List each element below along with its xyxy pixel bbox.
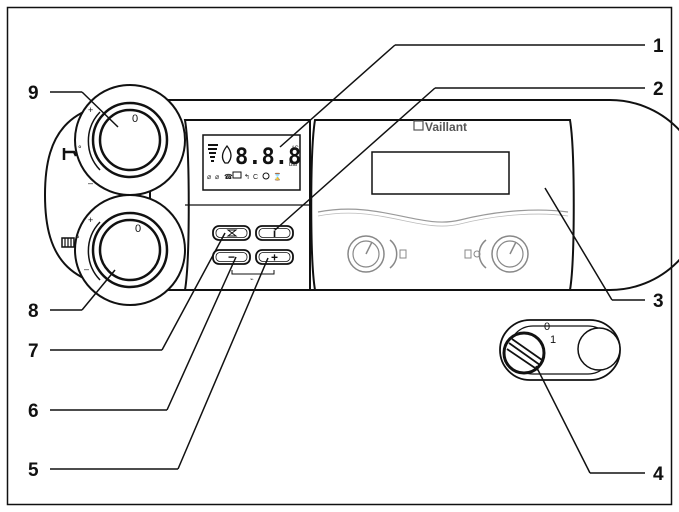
controller-right-mode-icon bbox=[464, 249, 481, 259]
lcd-unit-bar: bar bbox=[289, 162, 298, 168]
info-button[interactable]: i bbox=[255, 225, 294, 241]
callout-8: 8 bbox=[28, 301, 39, 322]
controller-display bbox=[371, 151, 510, 195]
info-icon: i bbox=[273, 226, 276, 240]
callout-3: 3 bbox=[653, 291, 664, 312]
chimney-sweep-button[interactable] bbox=[212, 225, 251, 241]
plus-button-label: + bbox=[271, 251, 278, 265]
diagram-frame bbox=[6, 6, 673, 506]
heating-plus-label: + bbox=[88, 215, 93, 225]
svg-text:C: C bbox=[253, 174, 258, 181]
controller-right-knob[interactable] bbox=[491, 235, 529, 273]
hot-water-scale-arc bbox=[87, 111, 101, 171]
heating-scale-arc bbox=[87, 221, 101, 281]
decorative-swoosh-2 bbox=[317, 212, 569, 227]
minus-button-label: − bbox=[228, 250, 235, 264]
switch-blank-cover bbox=[577, 327, 621, 371]
button-combo-bracket: ⌁ bbox=[231, 270, 275, 283]
lcd-unit-celsius: °C bbox=[292, 146, 299, 152]
callout-4: 4 bbox=[653, 464, 664, 485]
svg-text:☎: ☎ bbox=[224, 173, 233, 181]
plus-button[interactable]: + bbox=[255, 249, 294, 265]
callout-1: 1 bbox=[653, 36, 664, 57]
heating-knob-zero-label: 0 bbox=[135, 223, 141, 235]
minus-button[interactable]: − bbox=[212, 249, 251, 265]
chimney-sweep-icon bbox=[226, 229, 238, 237]
callout-7: 7 bbox=[28, 341, 39, 362]
svg-text:↰: ↰ bbox=[244, 173, 250, 181]
callout-2: 2 bbox=[653, 79, 664, 100]
svg-text:⌛: ⌛ bbox=[273, 172, 282, 181]
svg-text:°: ° bbox=[76, 234, 80, 244]
controller-left-mode-icon bbox=[399, 249, 407, 259]
signal-bars-icon bbox=[208, 144, 218, 162]
lcd-status-icons: ⌀ ⌀ ☎ ↰ C ⌛ bbox=[207, 171, 282, 181]
svg-text:⌀: ⌀ bbox=[207, 174, 211, 181]
heating-minus-label: – bbox=[84, 264, 89, 274]
leader-lines bbox=[50, 44, 645, 474]
brand-logo: Vaillant bbox=[413, 120, 467, 134]
radiator-icon: ° bbox=[61, 234, 80, 248]
lcd-digits: 8.8.8 bbox=[235, 145, 301, 170]
tap-icon: ° bbox=[62, 144, 82, 160]
svg-text:°: ° bbox=[78, 144, 82, 154]
hot-water-plus-label: + bbox=[88, 105, 93, 115]
main-power-switch[interactable] bbox=[502, 331, 546, 375]
svg-text:⌁: ⌁ bbox=[250, 277, 254, 283]
flame-icon bbox=[221, 144, 232, 164]
svg-text:Vaillant: Vaillant bbox=[425, 120, 467, 134]
controller-left-knob[interactable] bbox=[347, 235, 385, 273]
callout-5: 5 bbox=[28, 460, 39, 481]
panel-outline-right bbox=[149, 99, 679, 291]
switch-off-label: 0 bbox=[544, 321, 550, 333]
switch-on-label: 1 bbox=[550, 334, 556, 346]
callout-9: 9 bbox=[28, 83, 39, 104]
svg-text:⌀: ⌀ bbox=[215, 174, 219, 181]
controller-left-scale-arc bbox=[389, 239, 398, 269]
controller-right-scale-arc bbox=[478, 239, 487, 269]
hot-water-minus-label: – bbox=[88, 178, 93, 188]
hot-water-knob-zero-label: 0 bbox=[132, 113, 138, 125]
callout-6: 6 bbox=[28, 401, 39, 422]
heating-temperature-knob[interactable] bbox=[91, 211, 169, 289]
decorative-swoosh bbox=[317, 208, 569, 223]
